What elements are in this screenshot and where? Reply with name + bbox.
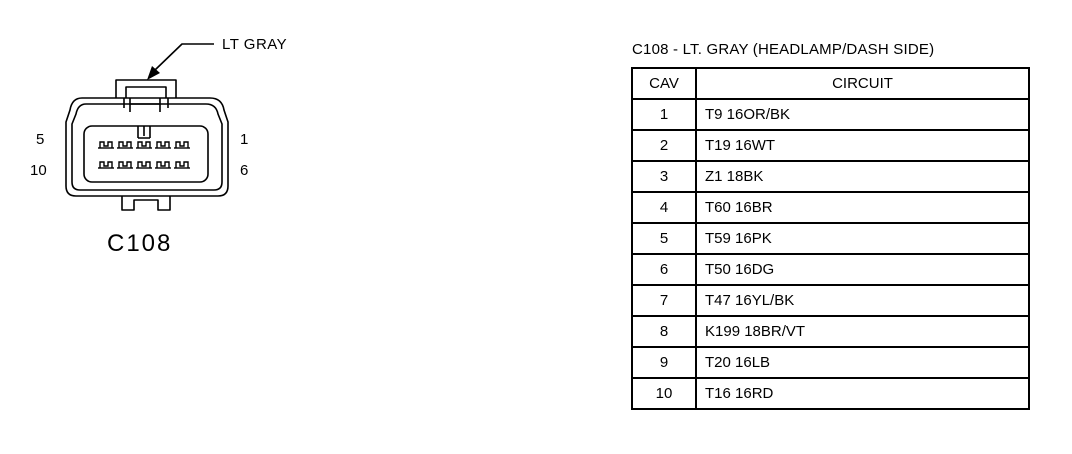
leader-line	[154, 43, 214, 71]
connector-drawing	[65, 43, 229, 211]
cav-cell: 6	[631, 253, 697, 286]
table-row: 9 T20 16LB	[631, 346, 1030, 379]
circuit-header: CIRCUIT	[695, 67, 1030, 100]
pin-label-bottom-left: 10	[30, 162, 47, 179]
table-row: 4 T60 16BR	[631, 191, 1030, 224]
circuit-cell: T19 16WT	[695, 129, 1030, 162]
connector-color-label: LT GRAY	[222, 36, 288, 53]
cav-cell: 9	[631, 346, 697, 379]
circuit-cell: T47 16YL/BK	[695, 284, 1030, 317]
connector-housing-outer	[65, 97, 229, 197]
pinout-table: CAV CIRCUIT 1 T9 16OR/BK 2 T19 16WT 3 Z1…	[631, 67, 1030, 410]
table-row: 3 Z1 18BK	[631, 160, 1030, 193]
pin-label-bottom-right: 6	[240, 162, 249, 179]
cav-cell: 4	[631, 191, 697, 224]
cav-cell: 3	[631, 160, 697, 193]
table-row: 10 T16 16RD	[631, 377, 1030, 410]
circuit-cell: T20 16LB	[695, 346, 1030, 379]
pin-label-top-left: 5	[36, 131, 45, 148]
connector-latch	[115, 79, 177, 108]
cav-cell: 1	[631, 98, 697, 131]
terminal-cavities	[98, 141, 190, 169]
circuit-cell: T16 16RD	[695, 377, 1030, 410]
connector-housing-inner	[71, 103, 223, 191]
table-row: 7 T47 16YL/BK	[631, 284, 1030, 317]
table-row: 1 T9 16OR/BK	[631, 98, 1030, 131]
cav-cell: 5	[631, 222, 697, 255]
table-row: 2 T19 16WT	[631, 129, 1030, 162]
cav-cell: 7	[631, 284, 697, 317]
table-row: 6 T50 16DG	[631, 253, 1030, 286]
circuit-cell: T60 16BR	[695, 191, 1030, 224]
circuit-cell: T50 16DG	[695, 253, 1030, 286]
pin-label-top-right: 1	[240, 131, 249, 148]
circuit-cell: T59 16PK	[695, 222, 1030, 255]
table-row: 8 K199 18BR/VT	[631, 315, 1030, 348]
connector-face	[83, 125, 209, 183]
table-title: C108 - LT. GRAY (HEADLAMP/DASH SIDE)	[632, 41, 935, 58]
cav-header: CAV	[631, 67, 697, 100]
leader-arrow	[147, 66, 160, 80]
circuit-cell: T9 16OR/BK	[695, 98, 1030, 131]
circuit-cell: K199 18BR/VT	[695, 315, 1030, 348]
cav-cell: 8	[631, 315, 697, 348]
table-header-row: CAV CIRCUIT	[631, 67, 1030, 100]
table-row: 5 T59 16PK	[631, 222, 1030, 255]
circuit-cell: Z1 18BK	[695, 160, 1030, 193]
cav-cell: 10	[631, 377, 697, 410]
cav-cell: 2	[631, 129, 697, 162]
connector-bottom-tabs	[121, 196, 171, 211]
connector-id-label: C108	[107, 230, 173, 257]
